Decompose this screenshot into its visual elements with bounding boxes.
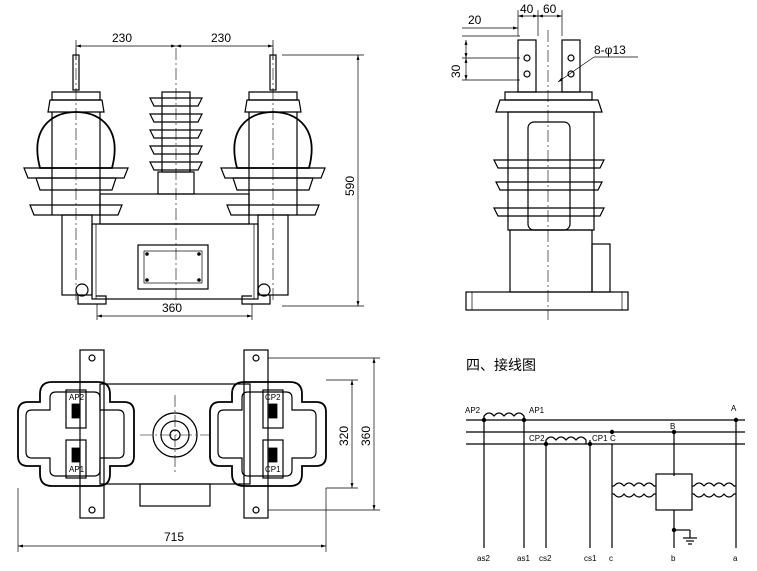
- dim-20: 20: [468, 13, 482, 27]
- wiring-diagram: 四、接线图 AP2 AP1 CP2 CP1 C B A: [465, 357, 745, 563]
- dim-715-width: 715: [164, 530, 184, 544]
- wire-bottom-as2: as2: [477, 554, 490, 563]
- wiring-heading: 四、接线图: [466, 357, 536, 374]
- label-ap2: AP2: [69, 393, 85, 402]
- wire-label-cp1: CP1: [592, 434, 608, 443]
- wire-bottom-cs1: cs1: [584, 554, 597, 563]
- wire-bottom-a: a: [733, 554, 738, 563]
- wire-bottom-cs2: cs2: [539, 554, 552, 563]
- side-view: 20 40 60 30 8-φ13: [449, 2, 638, 320]
- wire-label-cp2: CP2: [529, 434, 545, 443]
- dim-360-top: 360: [359, 426, 373, 446]
- dim-60: 60: [543, 2, 557, 16]
- wire-label-b: B: [670, 422, 675, 431]
- dim-230-right: 230: [211, 31, 231, 45]
- label-ap1: AP1: [69, 465, 85, 474]
- dim-30: 30: [449, 64, 463, 78]
- dim-320: 320: [337, 426, 351, 446]
- label-cp1: CP1: [265, 465, 281, 474]
- wire-bottom-as1: as1: [517, 554, 530, 563]
- dim-230-left: 230: [112, 31, 132, 45]
- dim-590-height: 590: [343, 176, 357, 196]
- top-view: AP2 AP1 CP2 CP1 715 320 360: [17, 349, 380, 552]
- front-view: 230 230: [23, 31, 364, 320]
- wire-label-a: A: [731, 404, 737, 413]
- wire-label-ap2: AP2: [465, 406, 481, 415]
- dim-360-base: 360: [162, 301, 182, 315]
- wire-label-c: C: [610, 434, 616, 443]
- wire-bottom-c: c: [609, 554, 613, 563]
- wire-bottom-b: b: [671, 554, 676, 563]
- wire-label-ap1: AP1: [529, 406, 545, 415]
- label-cp2: CP2: [265, 393, 281, 402]
- dim-40: 40: [520, 2, 534, 16]
- hole-callout: 8-φ13: [594, 43, 626, 57]
